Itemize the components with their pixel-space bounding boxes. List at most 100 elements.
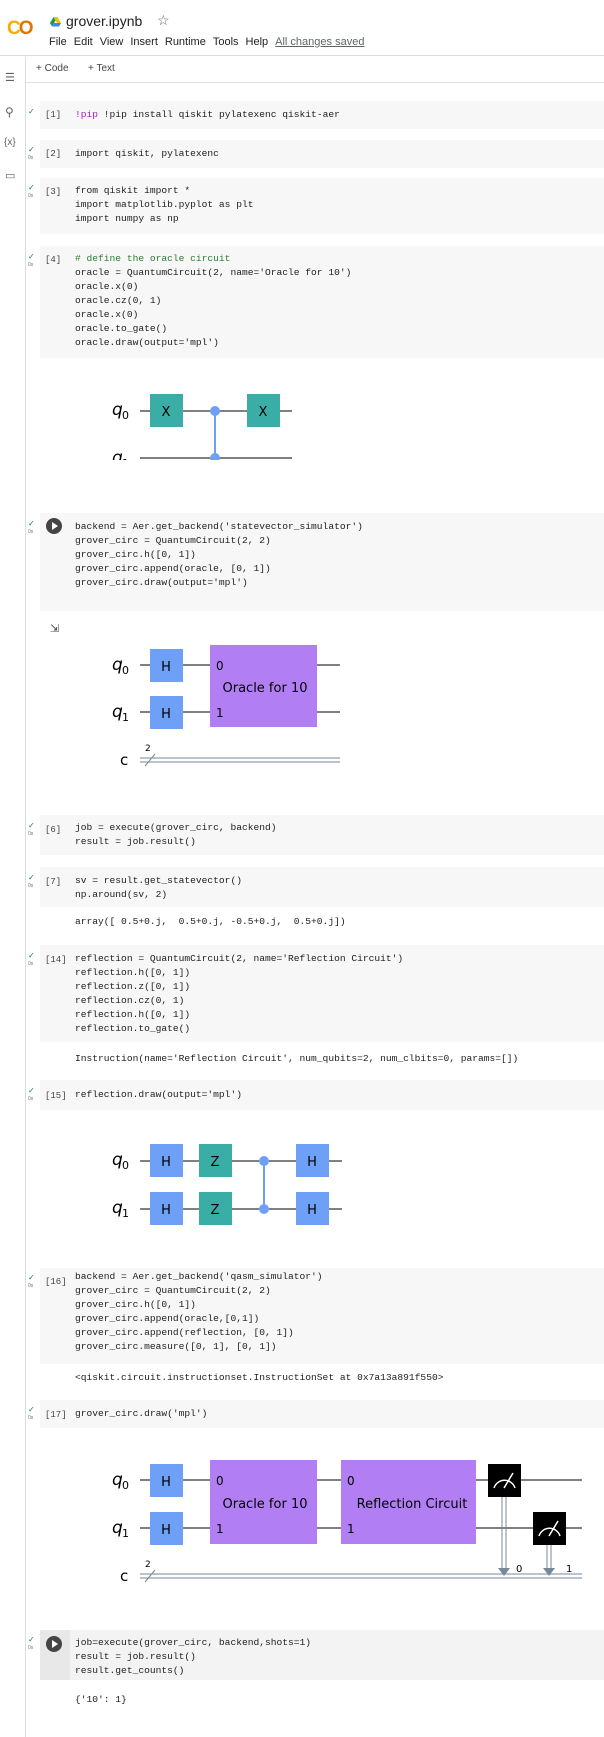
code-cell[interactable] bbox=[40, 1268, 604, 1364]
x-gate bbox=[247, 394, 280, 427]
oracle-gate bbox=[210, 645, 317, 727]
code-cell[interactable] bbox=[40, 513, 604, 611]
h-gate bbox=[150, 1144, 183, 1177]
cell-output: <qiskit.circuit.instructionset.Instructi… bbox=[75, 1372, 444, 1383]
q1-label: q bbox=[112, 702, 123, 722]
notebook-title[interactable]: grover.ipynb bbox=[66, 13, 143, 29]
left-rail: ☰ ⚲ {x} ▭ bbox=[0, 57, 26, 1737]
code-cell[interactable] bbox=[40, 1400, 604, 1428]
execution-count: [2] bbox=[45, 149, 62, 159]
x-gate-label: X bbox=[259, 405, 268, 420]
h-gate-label: H bbox=[307, 1155, 317, 1170]
run-cell-button[interactable] bbox=[46, 1636, 62, 1652]
variables-icon[interactable]: {x} bbox=[4, 137, 16, 148]
check-icon: ✓ bbox=[28, 107, 35, 116]
h-gate bbox=[150, 696, 183, 729]
pin-1: 1 bbox=[216, 706, 224, 720]
check-icon: ✓ bbox=[28, 1405, 35, 1414]
toc-icon[interactable]: ☰ bbox=[5, 72, 15, 84]
menu-view[interactable]: View bbox=[99, 36, 124, 48]
code-cell[interactable] bbox=[40, 246, 604, 358]
meter-needle bbox=[548, 1520, 559, 1537]
cz-dot bbox=[210, 406, 220, 416]
pin-0: 0 bbox=[216, 1474, 224, 1488]
h-gate bbox=[150, 649, 183, 682]
code-cell[interactable] bbox=[40, 1630, 604, 1680]
bus-count: 2 bbox=[145, 744, 151, 754]
exec-time: 0s bbox=[28, 1645, 34, 1651]
code-cell[interactable] bbox=[40, 178, 604, 234]
check-icon: ✓ bbox=[28, 519, 35, 528]
q0-subscript: 0 bbox=[122, 664, 129, 677]
x-gate-label: X bbox=[162, 405, 171, 420]
check-icon: ✓ bbox=[28, 1273, 35, 1282]
menu-tools[interactable]: Tools bbox=[212, 36, 239, 48]
add-text-button[interactable]: + Text bbox=[88, 63, 115, 74]
code-line: import qiskit, pylatexenc bbox=[75, 148, 219, 159]
q1-label: q bbox=[112, 1198, 123, 1218]
cell-output: array([ 0.5+0.j, 0.5+0.j, -0.5+0.j, 0.5+… bbox=[75, 916, 346, 927]
check-icon: ✓ bbox=[28, 252, 35, 261]
menu-runtime[interactable]: Runtime bbox=[164, 36, 206, 48]
search-icon[interactable]: ⚲ bbox=[5, 105, 14, 119]
menu-file[interactable]: File bbox=[49, 36, 67, 48]
output-icon[interactable]: ⇲ bbox=[50, 623, 60, 635]
code-cell[interactable] bbox=[40, 1080, 604, 1110]
run-cell-button[interactable] bbox=[46, 518, 62, 534]
q1-subscript: 1 bbox=[122, 711, 129, 724]
star-icon[interactable]: ☆ bbox=[157, 12, 170, 28]
drive-icon bbox=[50, 17, 61, 27]
execution-count: [16] bbox=[45, 1277, 67, 1287]
execution-count: [17] bbox=[45, 1410, 67, 1420]
z-gate-label: Z bbox=[211, 1155, 220, 1170]
q1-subscript: 1 bbox=[122, 1207, 129, 1220]
code-cell[interactable] bbox=[40, 815, 604, 855]
code-cell[interactable] bbox=[40, 101, 604, 129]
cz-dot bbox=[210, 453, 220, 460]
code-cell[interactable] bbox=[40, 867, 604, 907]
reflection-gate-label: Reflection Circuit bbox=[357, 1497, 468, 1512]
code-line: reflection.draw(output='mpl') bbox=[75, 1089, 242, 1100]
oracle-gate bbox=[210, 1460, 317, 1544]
cell-output: Instruction(name='Reflection Circuit', n… bbox=[75, 1053, 519, 1064]
q0-label: q bbox=[112, 400, 123, 420]
z-gate-label: Z bbox=[211, 1203, 220, 1218]
files-icon[interactable]: ▭ bbox=[5, 170, 16, 182]
classical-label: c bbox=[120, 1567, 128, 1585]
cz-dot bbox=[259, 1204, 269, 1214]
save-status[interactable]: All changes saved bbox=[275, 36, 365, 48]
notebook-toolbar: + Code + Text bbox=[26, 57, 604, 83]
h-gate-label: H bbox=[161, 660, 171, 675]
q0-subscript: 0 bbox=[122, 1479, 129, 1492]
menu-insert[interactable]: Insert bbox=[130, 36, 158, 48]
execution-count: [7] bbox=[45, 877, 62, 887]
q0-subscript: 0 bbox=[122, 409, 129, 422]
z-gate bbox=[199, 1144, 232, 1177]
exec-time: 0s bbox=[28, 883, 34, 889]
exec-time: 0s bbox=[28, 961, 34, 967]
code-line: !pip !pip install qiskit pylatexenc qisk… bbox=[75, 109, 340, 120]
oracle-gate-label: Oracle for 10 bbox=[223, 1497, 308, 1512]
pin-0: 0 bbox=[216, 659, 224, 673]
exec-time: 0s bbox=[28, 1283, 34, 1289]
check-icon: ✓ bbox=[28, 873, 35, 882]
code-cell[interactable] bbox=[40, 140, 604, 168]
exec-time: 0s bbox=[28, 155, 34, 161]
code-block: backend = Aer.get_backend('qasm_simulato… bbox=[75, 1271, 323, 1352]
q0-label: q bbox=[112, 1150, 123, 1170]
q0-label: q bbox=[112, 1470, 123, 1490]
colab-logo: CO bbox=[7, 18, 33, 39]
exec-time: 0s bbox=[28, 1096, 34, 1102]
top-bar: CO grover.ipynb ☆ File Edit View Insert Runt… bbox=[0, 0, 604, 56]
h-gate bbox=[296, 1192, 329, 1225]
add-code-button[interactable]: + Code bbox=[36, 63, 69, 74]
menu-help[interactable]: Help bbox=[245, 36, 269, 48]
code-cell[interactable] bbox=[40, 945, 604, 1042]
code-block: job = execute(grover_circ, backend)resul… bbox=[75, 822, 277, 847]
code-block: sv = result.get_statevector()np.around(s… bbox=[75, 875, 242, 900]
h-gate-label: H bbox=[161, 1203, 171, 1218]
measure-bit-0: 0 bbox=[516, 1564, 522, 1575]
menu-edit[interactable]: Edit bbox=[73, 36, 93, 48]
pin-0: 0 bbox=[347, 1474, 355, 1488]
